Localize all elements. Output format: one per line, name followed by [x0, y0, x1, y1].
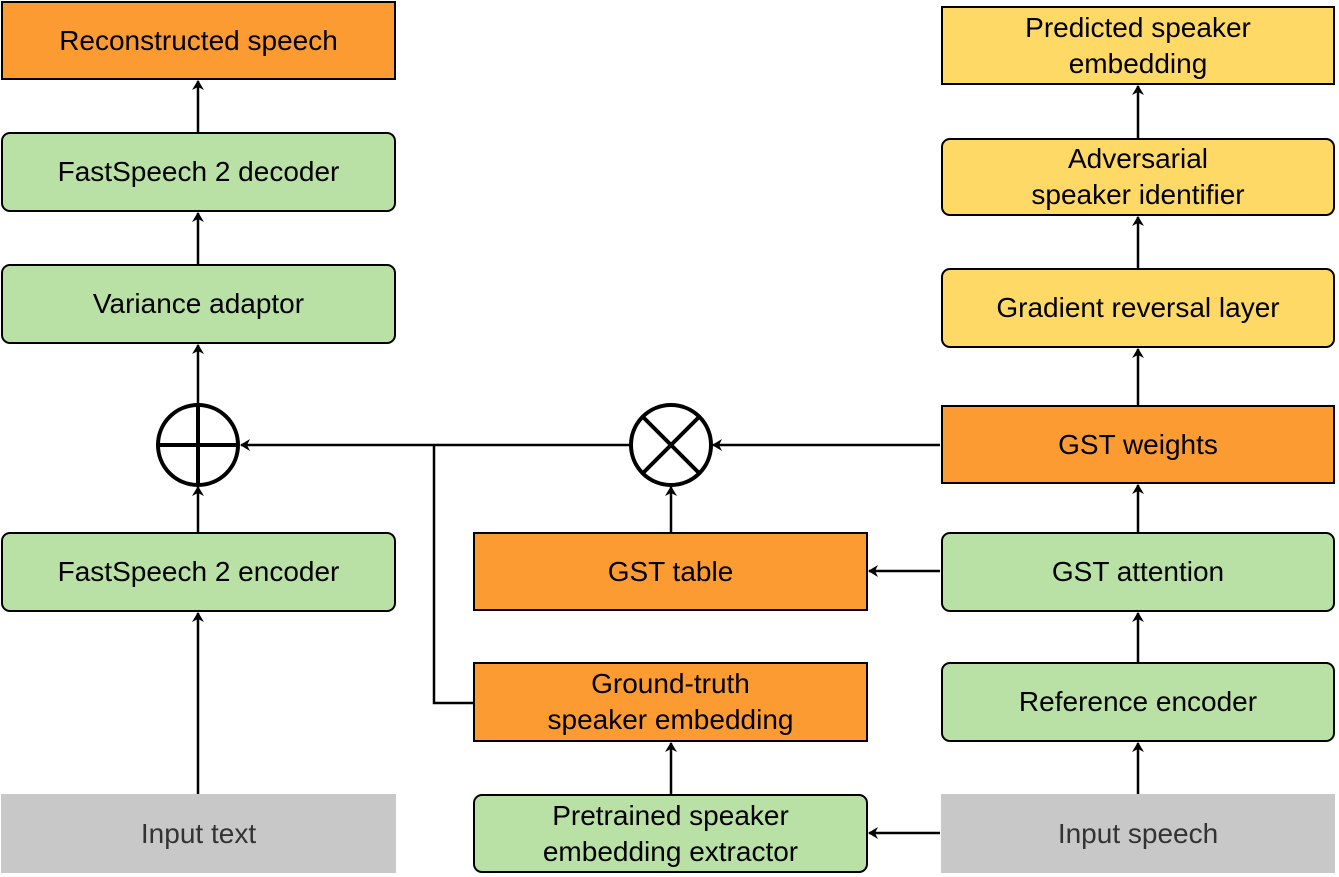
- gst-weights-block: GST weights: [941, 405, 1335, 484]
- predicted-label-line1: Predicted speaker: [1025, 11, 1251, 43]
- pretrained-label-line1: Pretrained speaker: [552, 799, 789, 831]
- ground-truth-label-line2: speaker embedding: [547, 704, 794, 735]
- times-operator-icon: [629, 403, 713, 487]
- reconstructed-speech-label: Reconstructed speech: [59, 24, 338, 56]
- pretrained-label-line2: embedding extractor: [542, 835, 799, 867]
- gradient-reversal-label: Gradient reversal layer: [996, 292, 1280, 323]
- line-ground-truth-to-add: [432, 445, 473, 705]
- input-text-label: Input text: [140, 817, 257, 849]
- reconstructed-speech-block: Reconstructed speech: [1, 1, 396, 80]
- fastspeech-encoder-label: FastSpeech 2 encoder: [57, 556, 340, 587]
- fastspeech-encoder-block: FastSpeech 2 encoder: [1, 532, 396, 612]
- variance-adaptor-block: Variance adaptor: [1, 264, 396, 344]
- reference-encoder-block: Reference encoder: [941, 662, 1335, 742]
- variance-adaptor-label: Variance adaptor: [92, 288, 305, 319]
- fastspeech-decoder-block: FastSpeech 2 decoder: [1, 132, 396, 212]
- plus-operator-icon: [156, 403, 240, 487]
- gst-table-block: GST table: [473, 532, 868, 611]
- gst-weights-label: GST weights: [1058, 428, 1218, 460]
- predicted-speaker-embedding-block: Predicted speaker embedding: [941, 6, 1335, 85]
- predicted-label-line2: embedding: [1068, 47, 1208, 79]
- input-text-block: Input text: [1, 794, 396, 873]
- adversarial-speaker-identifier-block: Adversarial speaker identifier: [941, 138, 1335, 216]
- reference-encoder-label: Reference encoder: [1018, 686, 1258, 717]
- gradient-reversal-layer-block: Gradient reversal layer: [941, 268, 1335, 348]
- adversarial-label-line2: speaker identifier: [1031, 179, 1245, 210]
- gst-attention-block: GST attention: [941, 532, 1335, 612]
- ground-truth-label-line1: Ground-truth: [591, 668, 750, 699]
- adversarial-label-line1: Adversarial: [1067, 143, 1209, 174]
- input-speech-block: Input speech: [941, 794, 1335, 873]
- gst-attention-label: GST attention: [1051, 556, 1225, 587]
- gst-table-label: GST table: [607, 555, 734, 587]
- fastspeech-decoder-label: FastSpeech 2 decoder: [57, 156, 340, 187]
- ground-truth-speaker-embedding-block: Ground-truth speaker embedding: [473, 662, 868, 742]
- pretrained-extractor-block: Pretrained speaker embedding extractor: [473, 794, 868, 873]
- input-speech-label: Input speech: [1057, 817, 1219, 849]
